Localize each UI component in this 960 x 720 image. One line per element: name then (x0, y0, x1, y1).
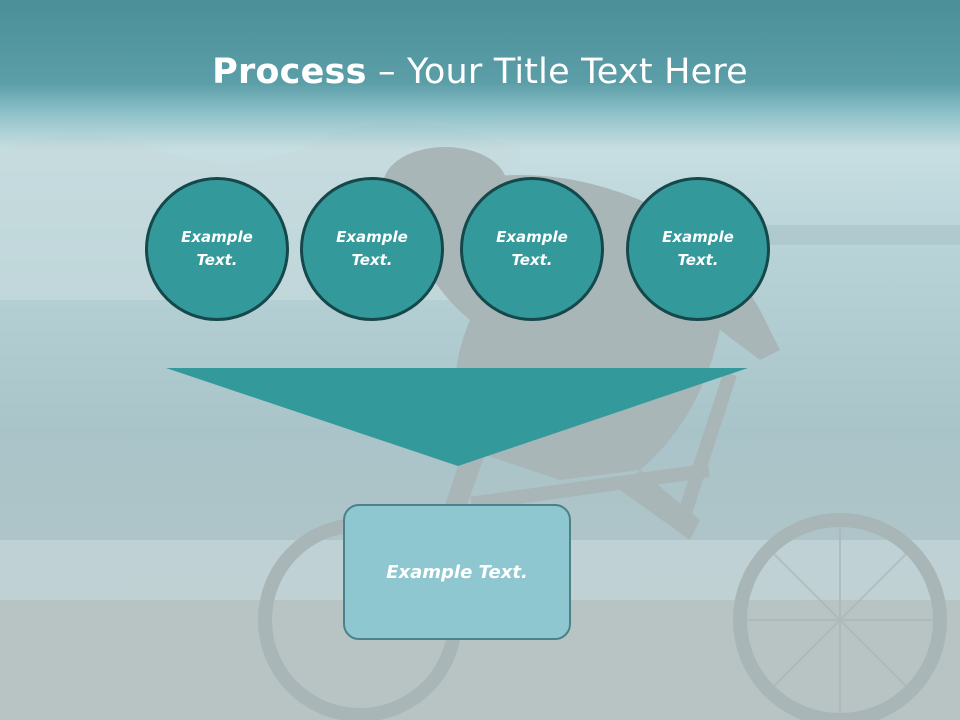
process-step-circle[interactable]: Example Text. (460, 177, 604, 321)
step-label: Example Text. (496, 228, 568, 269)
title-bold: Process (212, 52, 367, 92)
step-label: Example Text. (181, 228, 253, 269)
title-rest: – Your Title Text Here (366, 52, 748, 92)
result-label: Example Text. (386, 561, 528, 583)
process-step-circle[interactable]: Example Text. (145, 177, 289, 321)
step-label: Example Text. (662, 228, 734, 269)
title-bar (0, 0, 960, 150)
result-box[interactable]: Example Text. (343, 504, 571, 640)
process-step-circle[interactable]: Example Text. (626, 177, 770, 321)
step-label: Example Text. (336, 228, 408, 269)
page-title: Process – Your Title Text Here (0, 52, 960, 92)
process-step-circle[interactable]: Example Text. (300, 177, 444, 321)
